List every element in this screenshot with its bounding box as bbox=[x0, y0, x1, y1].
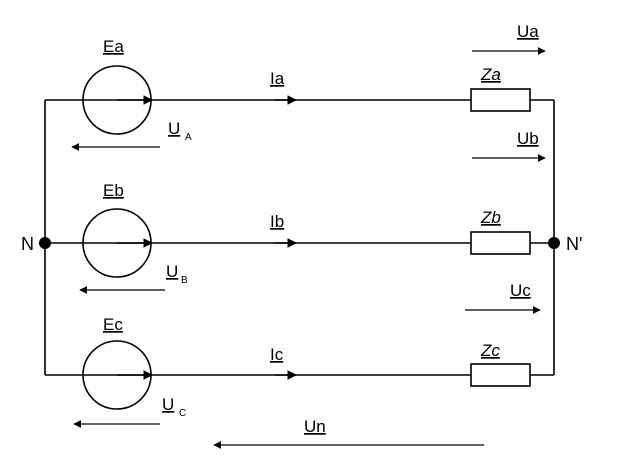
current-label-c: Ic bbox=[270, 345, 284, 364]
source-voltage-main-a: U bbox=[168, 119, 180, 138]
impedance-b bbox=[470, 231, 531, 255]
load-voltage-label-c: Uc bbox=[510, 281, 531, 300]
impedance-label-c: Zc bbox=[480, 341, 500, 360]
voltage-arrows bbox=[71, 47, 546, 449]
source-label-c: Ec bbox=[103, 315, 123, 334]
impedance-label-a: Za bbox=[480, 65, 501, 84]
neutral-voltage-label: Un bbox=[304, 417, 326, 436]
node-label-n: N bbox=[21, 234, 34, 254]
source-a bbox=[82, 65, 153, 135]
node-label-n-prime: N' bbox=[566, 234, 582, 254]
impedance-label-b: Zb bbox=[480, 208, 501, 227]
load-voltage-label-a: Ua bbox=[517, 22, 539, 41]
source-voltage-sub-a: A bbox=[185, 132, 192, 143]
node-n bbox=[39, 237, 51, 249]
source-label-a: Ea bbox=[103, 37, 124, 56]
source-voltage-sub-b: B bbox=[181, 275, 188, 286]
source-voltage-main-c: U bbox=[162, 395, 174, 414]
current-label-b: Ib bbox=[270, 212, 284, 231]
current-arrows bbox=[275, 95, 297, 380]
source-voltage-sub-c: C bbox=[179, 408, 186, 419]
node-n-prime bbox=[548, 237, 560, 249]
current-label-a: Ia bbox=[270, 69, 285, 88]
load-voltage-label-b: Ub bbox=[517, 129, 539, 148]
impedance-a bbox=[470, 88, 531, 112]
source-label-b: Eb bbox=[103, 181, 124, 200]
impedance-c bbox=[470, 363, 531, 387]
source-voltage-main-b: U bbox=[166, 262, 178, 281]
source-c bbox=[82, 340, 153, 410]
source-b bbox=[82, 208, 153, 278]
